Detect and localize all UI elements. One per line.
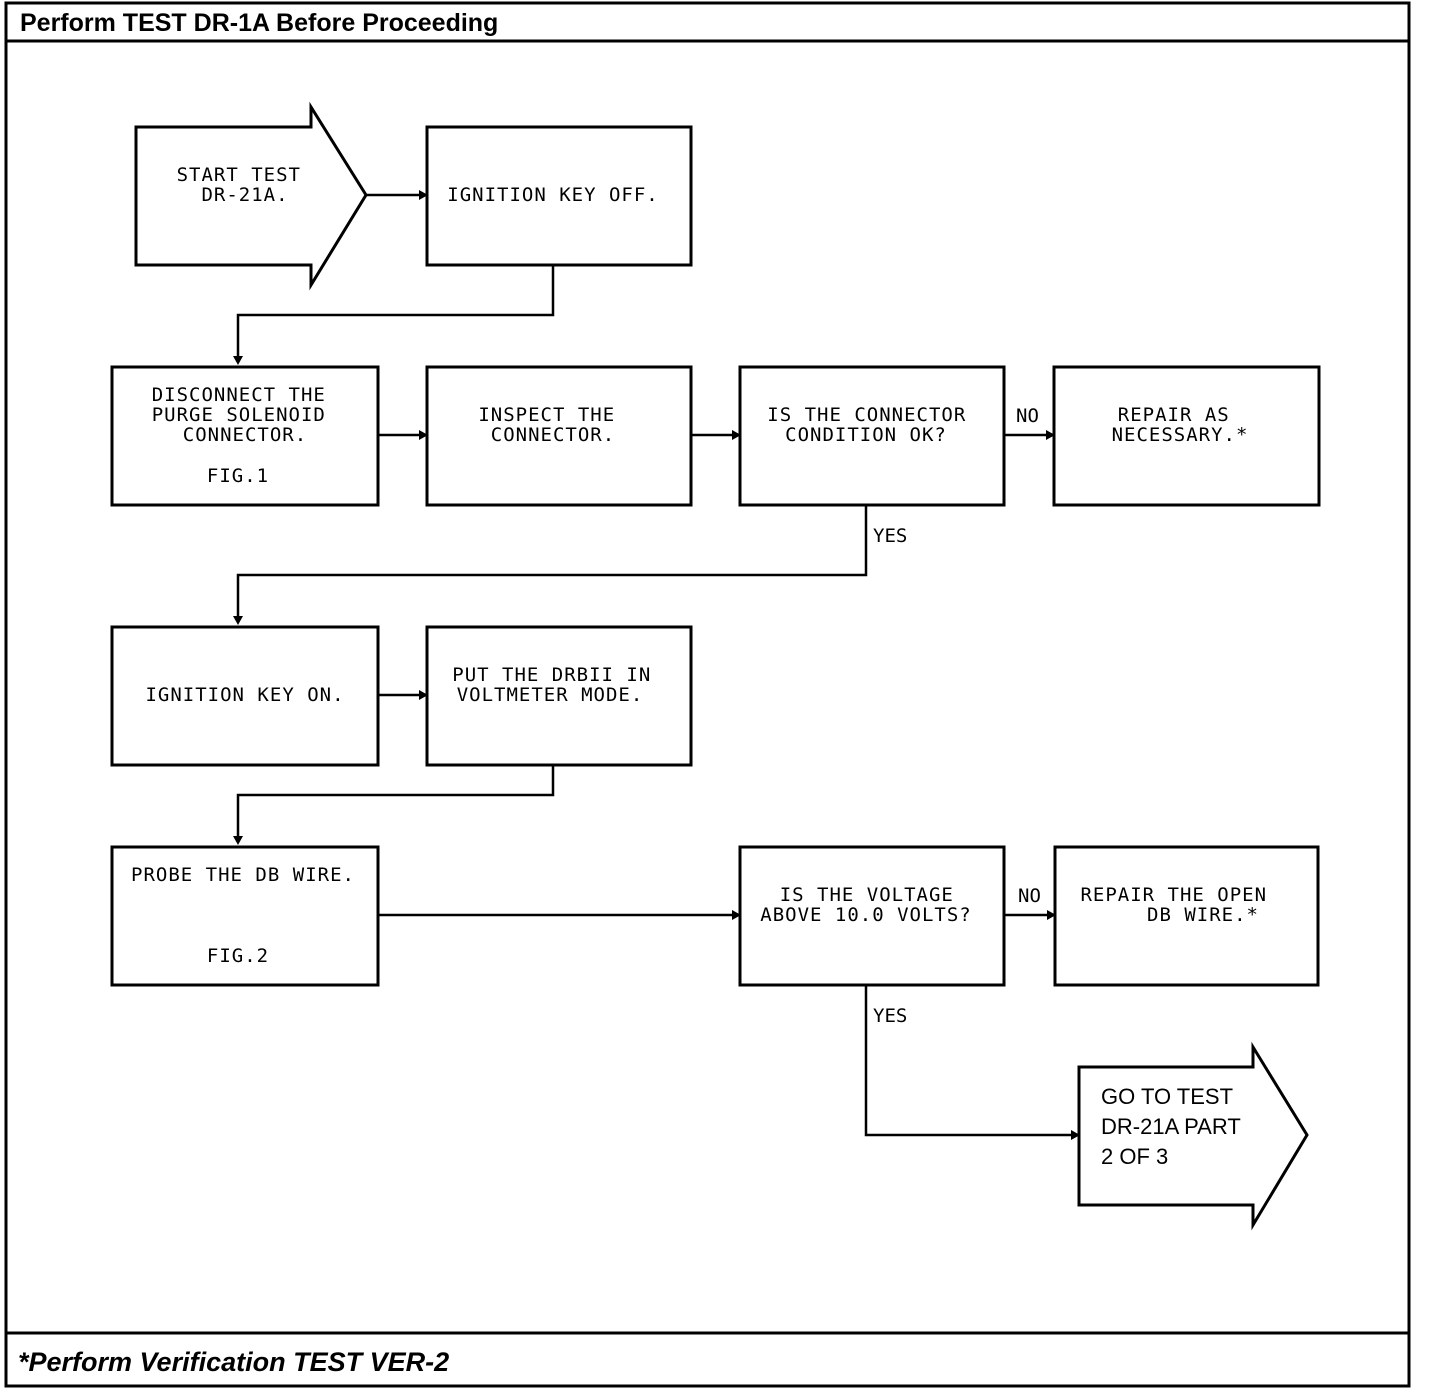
node-text: DISCONNECT THE PURGE SOLENOID CONNECTOR. (152, 384, 339, 446)
voltage-check-decision: IS THE VOLTAGE ABOVE 10.0 VOLTS? (738, 845, 1006, 987)
probe-db-wire-box: PROBE THE DB WIRE. FIG.2 (110, 845, 380, 987)
yes-label-voltage: YES (873, 1005, 907, 1027)
node-text: START TEST DR-21A. (177, 164, 314, 206)
inspect-connector-box: INSPECT THE CONNECTOR. (425, 365, 693, 507)
page-border (4, 1, 1411, 1388)
ignition-key-off-box: IGNITION KEY OFF. (425, 125, 693, 267)
node-text: IGNITION KEY OFF. (447, 184, 658, 206)
no-label-voltage: NO (1018, 885, 1041, 907)
node-text: PUT THE DRBII IN VOLTMETER MODE. (452, 664, 663, 706)
node-text: IS THE VOLTAGE ABOVE 10.0 VOLTS? (760, 884, 971, 926)
yes-label-connector: YES (873, 525, 907, 547)
start-test-node: START TEST DR-21A. (134, 101, 368, 291)
connector-lines (233, 190, 1080, 1140)
node-text: PROBE THE DB WIRE. (131, 864, 355, 886)
figure-ref: FIG.2 (207, 945, 269, 967)
verification-note: *Perform Verification TEST VER-2 (18, 1347, 449, 1377)
figure-ref: FIG.1 (207, 465, 269, 487)
ignition-key-on-box: IGNITION KEY ON. (110, 625, 380, 767)
repair-connector-box: REPAIR AS NECESSARY.* (1052, 365, 1321, 507)
connector-condition-decision: IS THE CONNECTOR CONDITION OK? (738, 365, 1006, 507)
node-text: REPAIR THE OPEN DB WIRE.* (1080, 884, 1279, 926)
page-title: Perform TEST DR-1A Before Proceeding (20, 9, 498, 37)
node-text: IGNITION KEY ON. (145, 684, 344, 706)
node-text: REPAIR AS NECESSARY.* (1112, 404, 1249, 446)
node-text: GO TO TEST DR-21A PART 2 OF 3 (1101, 1084, 1247, 1169)
disconnect-connector-box: DISCONNECT THE PURGE SOLENOID CONNECTOR.… (110, 365, 380, 507)
node-text: INSPECT THE CONNECTOR. (478, 404, 627, 446)
no-label-connector: NO (1016, 405, 1039, 427)
go-to-test-node: GO TO TEST DR-21A PART 2 OF 3 (1077, 1041, 1309, 1231)
repair-db-wire-box: REPAIR THE OPEN DB WIRE.* (1053, 845, 1320, 987)
voltmeter-mode-box: PUT THE DRBII IN VOLTMETER MODE. (425, 625, 693, 767)
node-text: IS THE CONNECTOR CONDITION OK? (767, 404, 978, 446)
